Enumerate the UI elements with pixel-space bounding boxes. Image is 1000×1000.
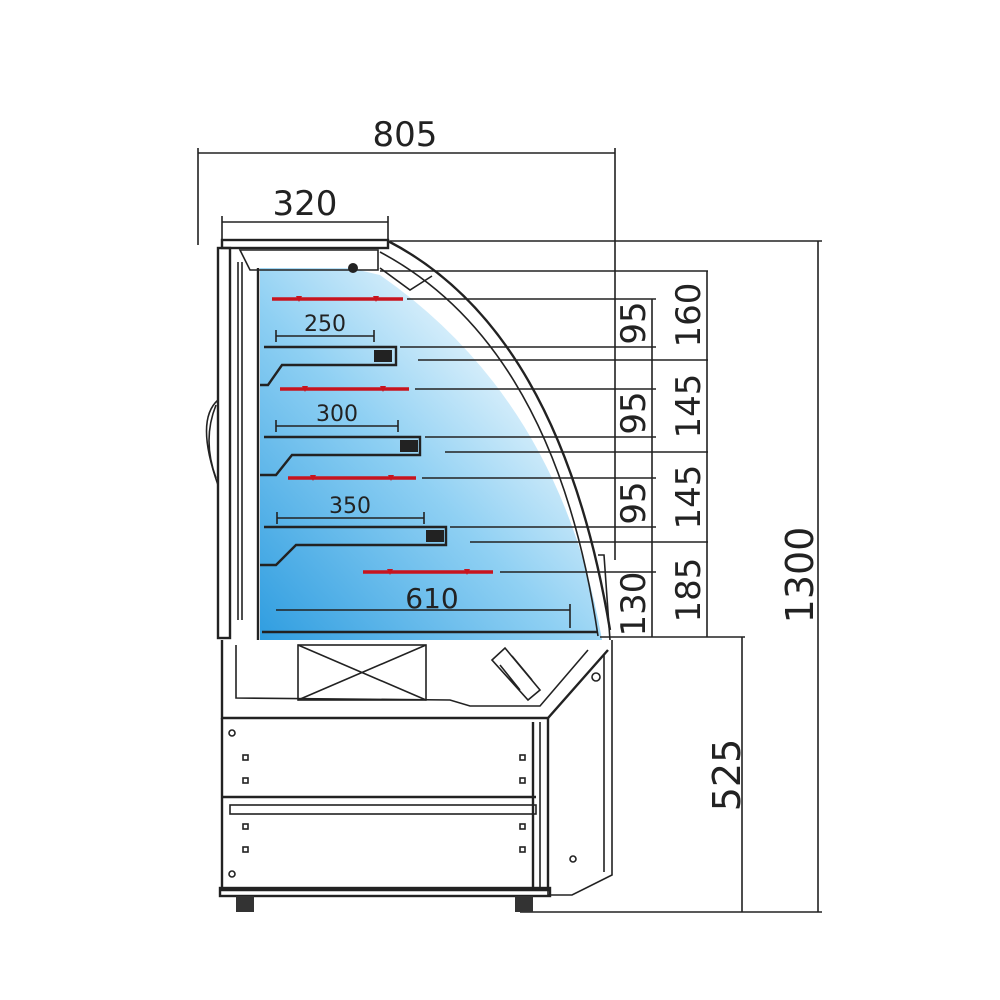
shelf-3-depth-label: 350 <box>329 494 371 519</box>
overall-depth-label: 805 <box>373 115 438 155</box>
leveling-foot-left <box>236 896 254 912</box>
spacing-inner-3: 95 <box>614 481 654 524</box>
overall-depth-dimension: 805 <box>197 115 616 560</box>
overall-height-label: 1300 <box>778 527 822 624</box>
top-depth-dimension: 320 <box>221 184 389 240</box>
spacing-inner-1: 95 <box>614 301 654 344</box>
spacing-outer-4: 185 <box>669 558 709 623</box>
shelf-light-2 <box>400 440 418 452</box>
base-depth-label: 610 <box>405 582 458 615</box>
spacing-outer-3: 145 <box>669 465 709 530</box>
leveling-foot-right <box>515 896 533 912</box>
shelf-2-depth-label: 300 <box>316 402 358 427</box>
shelf-1-depth-label: 250 <box>304 312 346 337</box>
shelf-light-3 <box>426 530 444 542</box>
rear-panel <box>205 246 260 640</box>
refrigerated-display-area <box>260 268 602 640</box>
vertical-dimension-labels: 95 95 95 130 160 145 145 185 525 1300 <box>614 283 822 812</box>
base-cabinet <box>218 640 613 912</box>
spacing-outer-1: 160 <box>669 283 709 348</box>
spacing-outer-2: 145 <box>669 374 709 439</box>
curved-front-glass <box>387 239 612 631</box>
spacing-inner-2: 95 <box>614 391 654 434</box>
spacing-inner-4: 130 <box>614 572 654 637</box>
top-depth-label: 320 <box>273 184 338 224</box>
shelf-depth-dimensions: 250 300 350 610 <box>275 312 571 628</box>
canopy <box>220 238 433 291</box>
base-height-label: 525 <box>705 739 749 812</box>
shelf-light-1 <box>374 350 392 362</box>
price-rails <box>272 296 493 575</box>
evaporator-cross <box>297 644 427 701</box>
extension-lines <box>380 240 822 913</box>
shelves <box>260 345 598 634</box>
